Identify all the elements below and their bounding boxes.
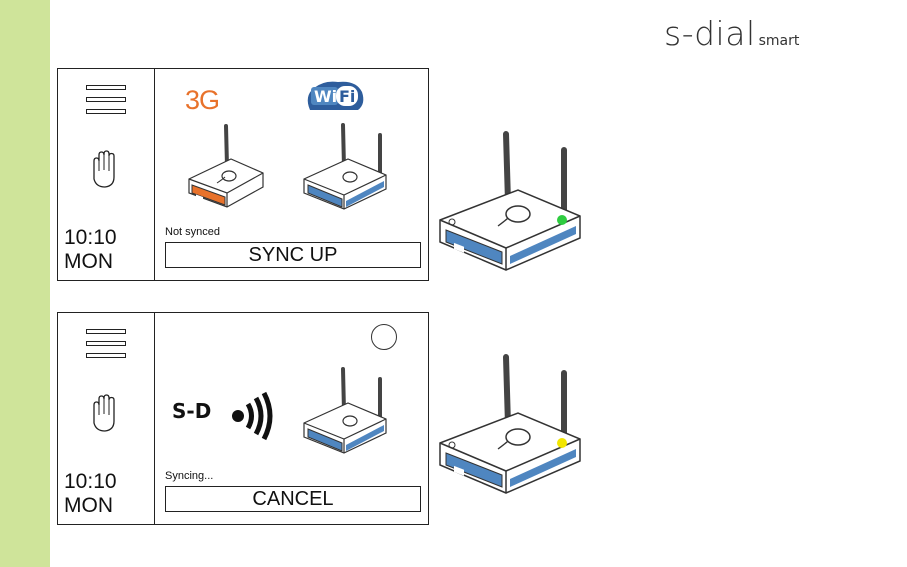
router-status-green-icon	[436, 130, 586, 275]
clock-day: MON	[64, 251, 113, 273]
status-text: Not synced	[165, 226, 220, 238]
router-wifi-icon	[298, 365, 393, 455]
router-3g-icon	[181, 121, 266, 209]
cancel-button[interactable]: CANCEL	[165, 486, 421, 512]
hand-icon[interactable]	[88, 393, 122, 433]
hand-icon[interactable]	[88, 149, 122, 189]
fi-text: Fi	[339, 87, 355, 106]
wifi-text: Wi	[314, 87, 337, 106]
screen-not-synced: 10:10 MON 3G Wi Fi Not synced SYNC UP	[57, 68, 429, 281]
device-label: S-D	[172, 399, 211, 423]
clock-time: 10:10	[64, 471, 117, 493]
clock-day: MON	[64, 495, 113, 517]
status-text: Syncing...	[165, 470, 213, 482]
status-led-yellow	[557, 438, 567, 448]
screen-sidebar: 10:10 MON	[58, 313, 155, 524]
hamburger-menu-icon[interactable]	[86, 85, 126, 121]
screen-sidebar: 10:10 MON	[58, 69, 155, 280]
router-wifi-icon	[298, 121, 393, 211]
screen-syncing: 10:10 MON S-D Syncing... CANCEL	[57, 312, 429, 525]
router-status-yellow-icon	[436, 353, 586, 498]
sidebar-strip	[0, 0, 50, 567]
signal-waves-icon	[230, 391, 276, 441]
clock-time: 10:10	[64, 227, 117, 249]
sync-up-button[interactable]: SYNC UP	[165, 242, 421, 268]
brand-suffix: smart	[759, 33, 800, 49]
wifi-badge-icon: Wi Fi	[304, 80, 366, 114]
status-led-green	[557, 215, 567, 225]
3g-badge: 3G	[185, 85, 219, 116]
brand-name: s-dial	[664, 14, 756, 53]
hamburger-menu-icon[interactable]	[86, 329, 126, 365]
sync-progress-circle	[371, 324, 397, 350]
